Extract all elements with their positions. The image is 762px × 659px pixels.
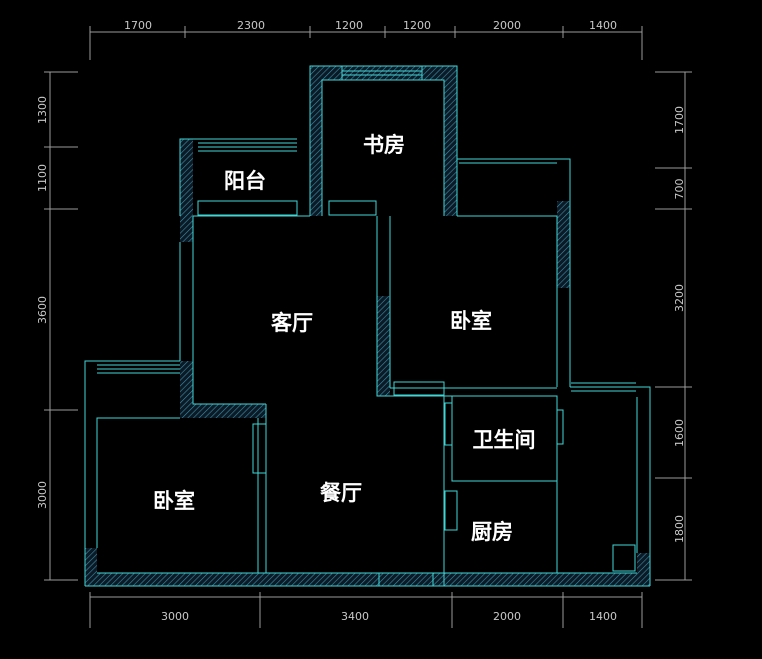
room-label-bedroom-right: 卧室 xyxy=(450,309,492,333)
dim-left-1: 1300 xyxy=(36,96,49,124)
dim-left-3: 3600 xyxy=(36,296,49,324)
dim-top-6: 1400 xyxy=(589,19,617,32)
door-bathroom-left xyxy=(444,402,453,446)
dim-left-2: 1100 xyxy=(36,164,49,192)
window-bedroom-left xyxy=(97,364,180,370)
dim-top-3: 1200 xyxy=(335,19,363,32)
door-bedroom-right xyxy=(393,381,445,396)
dimension-lines xyxy=(44,26,692,628)
room-label-kitchen: 厨房 xyxy=(471,520,513,544)
dim-right-1: 1700 xyxy=(673,106,686,134)
door-study xyxy=(328,200,377,216)
dim-right-4: 1600 xyxy=(673,419,686,447)
windows xyxy=(97,65,636,587)
dim-top-4: 1200 xyxy=(403,19,431,32)
room-label-dining-room: 餐厅 xyxy=(320,481,362,505)
dim-top-1: 1700 xyxy=(124,19,152,32)
dim-bottom-1: 3000 xyxy=(161,610,189,623)
dim-right-5: 1800 xyxy=(673,515,686,543)
window-utility xyxy=(571,382,636,392)
dimensions-right: 1700 700 3200 1600 1800 xyxy=(673,106,686,543)
room-labels: 书房 阳台 客厅 卧室 卫生间 餐厅 卧室 厨房 xyxy=(153,133,536,544)
door-bedroom-left xyxy=(252,423,267,474)
dimensions-top: 1700 2300 1200 1200 2000 1400 xyxy=(124,19,617,32)
door-kitchen xyxy=(444,490,458,531)
wall-hatching xyxy=(85,66,650,586)
window-balcony xyxy=(198,142,297,152)
dim-right-3: 3200 xyxy=(673,284,686,312)
dim-top-5: 2000 xyxy=(493,19,521,32)
door-bathroom-right xyxy=(556,409,564,445)
dim-right-2: 700 xyxy=(673,179,686,200)
dim-bottom-3: 2000 xyxy=(493,610,521,623)
window-study xyxy=(341,65,423,81)
dim-top-2: 2300 xyxy=(237,19,265,32)
room-label-living-room: 客厅 xyxy=(271,311,313,335)
room-label-bathroom: 卫生间 xyxy=(473,428,536,452)
dim-left-4: 3000 xyxy=(36,481,49,509)
room-label-balcony: 阳台 xyxy=(224,169,266,193)
dimensions-left: 1300 1100 3600 3000 xyxy=(36,96,49,509)
room-label-bedroom-left: 卧室 xyxy=(153,489,195,513)
dim-bottom-4: 1400 xyxy=(589,610,617,623)
dimensions-bottom: 3000 3400 2000 1400 xyxy=(161,610,617,623)
dim-bottom-2: 3400 xyxy=(341,610,369,623)
door-balcony-living xyxy=(197,200,298,216)
room-label-study: 书房 xyxy=(363,133,405,157)
door-entrance xyxy=(378,572,434,587)
